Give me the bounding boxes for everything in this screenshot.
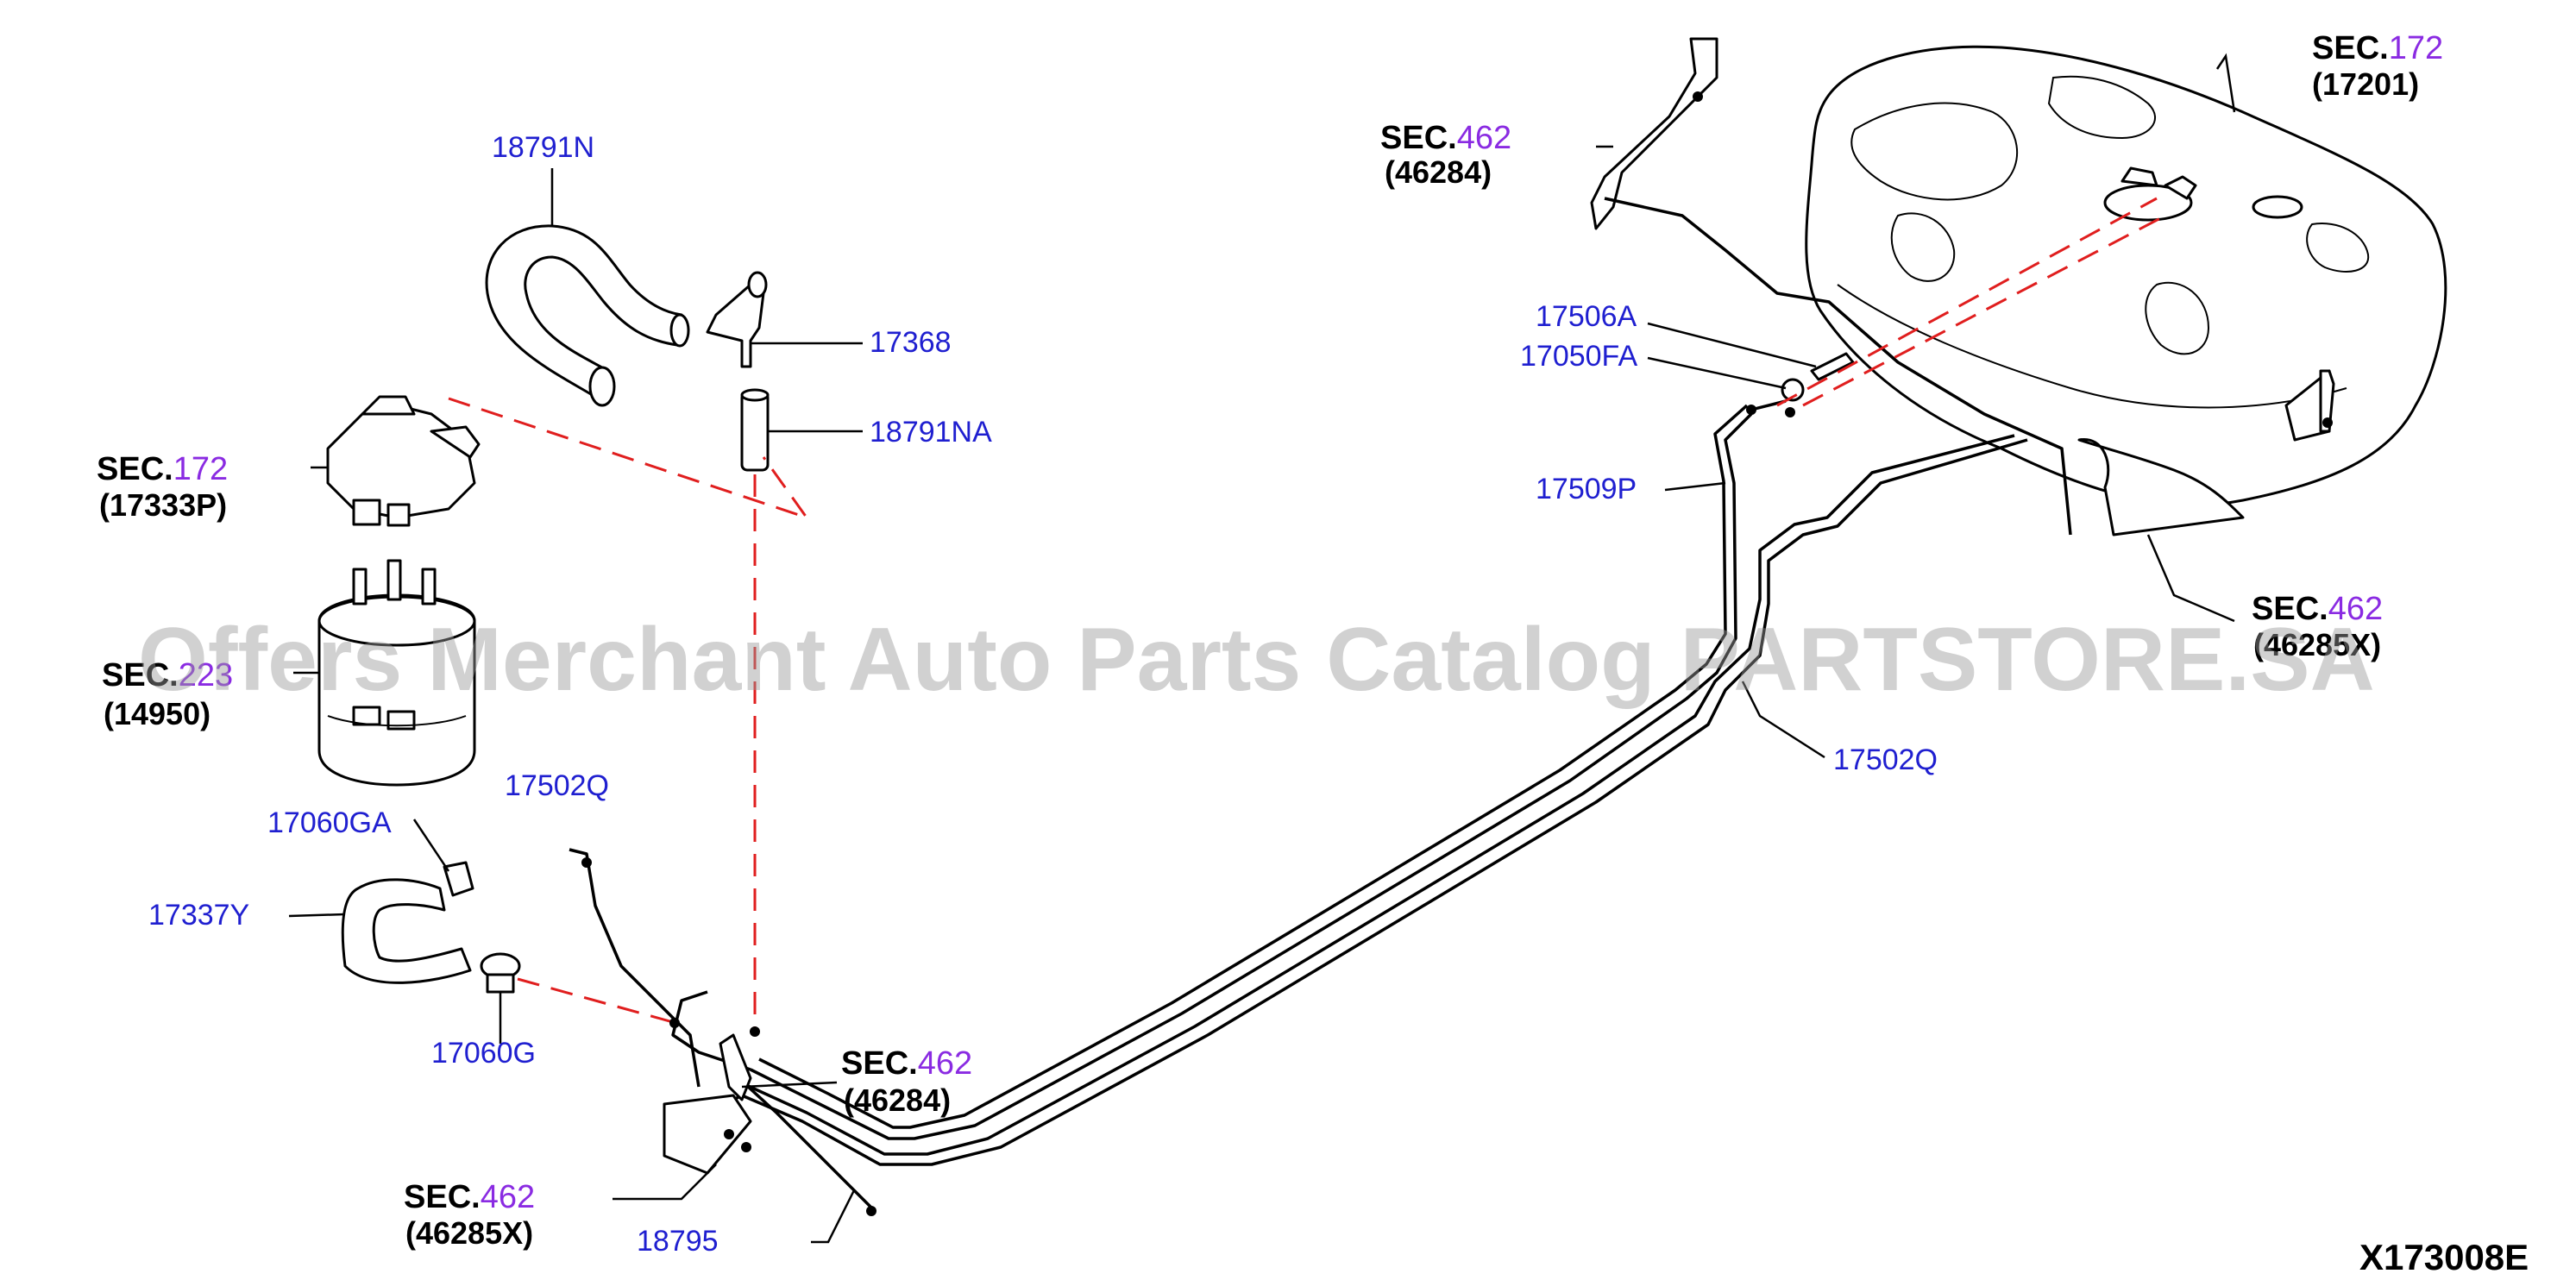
section-references: SEC.172 (17201) SEC.462 (46284) SEC.172 … bbox=[97, 30, 2443, 1251]
component-17333P[interactable] bbox=[326, 395, 481, 527]
label-17368[interactable]: 17368 bbox=[870, 326, 952, 359]
label-17337Y[interactable]: 17337Y bbox=[148, 899, 249, 932]
label-18795[interactable]: 18795 bbox=[637, 1225, 719, 1258]
bracket-46284-top[interactable] bbox=[1590, 37, 1718, 230]
svg-text:(17333P): (17333P) bbox=[99, 487, 227, 523]
guide-line-clamp bbox=[517, 977, 674, 1024]
clip-17050FA[interactable] bbox=[1781, 378, 1805, 402]
part-labels: 18791N 17368 18791NA 17506A 17050FA 1750… bbox=[148, 131, 1938, 1258]
svg-text:(46285X): (46285X) bbox=[2253, 627, 2381, 662]
svg-text:SEC.462: SEC.462 bbox=[404, 1179, 535, 1215]
diagram-code: X173008E bbox=[2359, 1237, 2529, 1277]
label-17502Q-right[interactable]: 17502Q bbox=[1833, 744, 1938, 776]
canister-14950[interactable] bbox=[317, 559, 476, 787]
leader-lines bbox=[288, 53, 2236, 1244]
svg-text:SEC.223: SEC.223 bbox=[102, 657, 233, 693]
label-18791N[interactable]: 18791N bbox=[492, 131, 594, 164]
fuel-tank[interactable] bbox=[1805, 45, 2447, 536]
clamp-17060GA[interactable] bbox=[443, 861, 474, 897]
guide-line-triangle bbox=[448, 397, 810, 520]
label-17060GA[interactable]: 17060GA bbox=[267, 806, 392, 839]
watermark: Offers Merchant Auto Parts Catalog PARTS… bbox=[138, 610, 2375, 710]
guide-line-tank-a bbox=[1776, 197, 2158, 407]
hose-17337Y[interactable] bbox=[341, 878, 472, 984]
bracket-46285X-right[interactable] bbox=[2319, 369, 2335, 433]
svg-text:(14950): (14950) bbox=[104, 696, 210, 731]
sec-ref-172-left[interactable]: SEC.172 (17333P) bbox=[97, 451, 228, 523]
label-17502Q-left[interactable]: 17502Q bbox=[505, 769, 609, 802]
sec-ref-223[interactable]: SEC.223 (14950) bbox=[102, 657, 233, 731]
svg-text:(46284): (46284) bbox=[1385, 154, 1492, 190]
sec-ref-462-mid[interactable]: SEC.462 (46284) bbox=[841, 1045, 972, 1118]
svg-text:(46285X): (46285X) bbox=[405, 1215, 533, 1251]
hose-18791N[interactable] bbox=[485, 224, 690, 407]
label-17509P[interactable]: 17509P bbox=[1536, 473, 1637, 505]
svg-text:SEC.462: SEC.462 bbox=[1380, 120, 1511, 156]
valve-17368[interactable] bbox=[706, 271, 768, 368]
label-17050FA[interactable]: 17050FA bbox=[1520, 340, 1637, 373]
label-17506A[interactable]: 17506A bbox=[1536, 300, 1637, 333]
svg-text:(17201): (17201) bbox=[2312, 66, 2419, 102]
pipe-17502Q-left[interactable] bbox=[569, 848, 701, 1088]
tube-18791NA[interactable] bbox=[740, 388, 770, 472]
svg-text:(46284): (46284) bbox=[844, 1082, 951, 1118]
clamp-17060G[interactable] bbox=[480, 952, 521, 994]
sec-ref-462-bottom[interactable]: SEC.462 (46285X) bbox=[404, 1179, 535, 1251]
bracket-46284-mid[interactable] bbox=[719, 1033, 752, 1101]
sec-ref-462-top[interactable]: SEC.462 (46284) bbox=[1380, 120, 1511, 190]
svg-text:SEC.172: SEC.172 bbox=[97, 451, 228, 487]
svg-text:SEC.462: SEC.462 bbox=[2252, 591, 2383, 627]
tube-17506A[interactable] bbox=[1810, 352, 1855, 381]
svg-text:SEC.172: SEC.172 bbox=[2312, 30, 2443, 66]
sec-ref-462-right[interactable]: SEC.462 (46285X) bbox=[2252, 591, 2383, 662]
label-17060G[interactable]: 17060G bbox=[431, 1037, 536, 1070]
sec-ref-172-tank[interactable]: SEC.172 (17201) bbox=[2312, 30, 2443, 102]
bracket-46285X-bottom[interactable] bbox=[663, 1094, 752, 1175]
svg-text:SEC.462: SEC.462 bbox=[841, 1045, 972, 1082]
label-18791NA[interactable]: 18791NA bbox=[870, 416, 992, 449]
